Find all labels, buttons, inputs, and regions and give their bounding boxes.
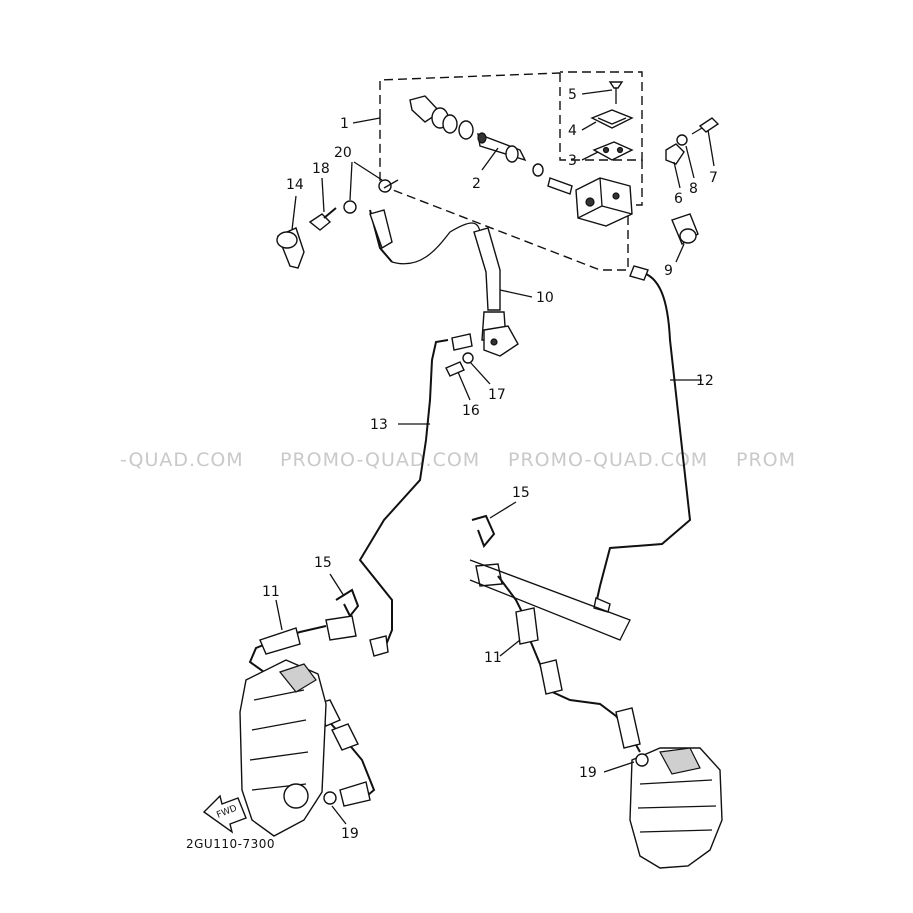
label-part-2: 2 — [472, 176, 481, 192]
label-part-4: 4 — [568, 123, 577, 139]
label-part-15-left: 15 — [314, 555, 332, 571]
brake-pipe-12 — [593, 265, 692, 613]
label-part-5: 5 — [568, 87, 577, 103]
label-part-18: 18 — [312, 161, 330, 177]
label-part-12: 12 — [696, 373, 714, 389]
brake-caliper-right — [629, 747, 723, 869]
reservoir-cap-parts — [590, 81, 634, 161]
part-number-labels: 1 2 3 4 5 6 7 8 9 10 11 11 12 13 14 15 1… — [262, 87, 718, 842]
label-part-7: 7 — [709, 170, 718, 186]
clip-15-left — [335, 588, 360, 618]
watermark-row: -QUAD.COM PROMO-QUAD.COM PROMO-QUAD.COM … — [120, 449, 796, 471]
label-part-8: 8 — [689, 181, 698, 197]
union-bolt-18 — [308, 207, 337, 231]
label-part-15-right: 15 — [512, 485, 530, 501]
master-cylinder-piston-kit — [409, 95, 573, 195]
label-part-13: 13 — [370, 417, 388, 433]
label-part-11-right: 11 — [484, 650, 502, 666]
brake-pipe-13 — [358, 339, 449, 657]
label-part-14: 14 — [286, 177, 304, 193]
drawing-code: 2GU110-7300 — [186, 837, 275, 851]
label-part-9: 9 — [664, 263, 673, 279]
forward-arrow: FWD — [202, 794, 247, 834]
boot-9 — [671, 213, 699, 246]
watermark-2: PROMO-QUAD.COM — [280, 449, 480, 471]
leader-lines — [275, 89, 715, 825]
watermark-3: PROMO-QUAD.COM — [508, 449, 708, 471]
brake-hose-10 — [369, 209, 507, 341]
label-part-17: 17 — [488, 387, 506, 403]
watermark-4: PROM — [736, 449, 796, 471]
label-part-19-left: 19 — [341, 826, 359, 842]
washers-20 — [343, 179, 392, 214]
brake-joint-block — [445, 325, 519, 377]
clip-15-right — [471, 514, 496, 548]
master-cylinder-group-outline — [379, 71, 643, 271]
label-part-20: 20 — [334, 145, 352, 161]
label-part-3: 3 — [568, 153, 577, 169]
label-part-6: 6 — [674, 191, 683, 207]
watermark-1: -QUAD.COM — [120, 449, 244, 471]
brake-hose-11-right — [469, 559, 641, 753]
label-part-16: 16 — [462, 403, 480, 419]
master-cylinder-body — [575, 177, 633, 227]
label-part-1: 1 — [340, 116, 349, 132]
lever-bolts — [665, 117, 720, 165]
brake-caliper-left — [239, 659, 337, 837]
label-part-19-right: 19 — [579, 765, 597, 781]
label-part-10: 10 — [536, 290, 554, 306]
bleed-cap-14 — [276, 227, 305, 269]
label-part-11-left: 11 — [262, 584, 280, 600]
